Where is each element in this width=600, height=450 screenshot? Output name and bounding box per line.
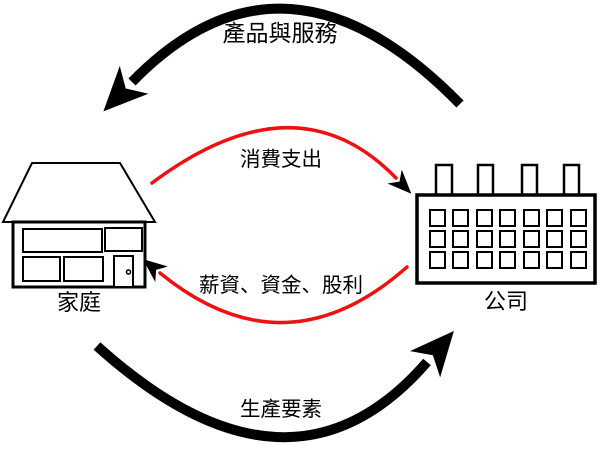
house-window bbox=[22, 256, 61, 282]
factory-chimney bbox=[476, 163, 495, 199]
door-knob bbox=[125, 269, 132, 275]
wages-arrow bbox=[142, 259, 409, 325]
house-window bbox=[63, 256, 104, 282]
household-label: 家庭 bbox=[57, 290, 101, 315]
company-label: 公司 bbox=[484, 289, 528, 314]
flow-label-wages: 薪資、資金、股利 bbox=[199, 274, 363, 297]
consumption-arrow bbox=[150, 126, 412, 194]
factory-windows bbox=[429, 209, 587, 269]
house-window bbox=[104, 227, 143, 252]
flow-label-products-services: 產品與服務 bbox=[223, 21, 338, 46]
factory-chimney bbox=[434, 163, 454, 199]
flow-label-consumption: 消費支出 bbox=[240, 148, 322, 171]
factory-chimney bbox=[562, 163, 581, 199]
house-icon bbox=[1, 162, 157, 289]
house-window bbox=[22, 228, 103, 253]
products-services-arrow bbox=[103, 3, 464, 112]
house-roof bbox=[1, 162, 157, 223]
factory-chimney bbox=[520, 163, 539, 199]
production-factors-arrow bbox=[93, 331, 454, 443]
flow-label-production-factors: 生產要素 bbox=[240, 398, 322, 421]
house-door bbox=[113, 255, 134, 288]
factory-icon bbox=[415, 163, 597, 285]
